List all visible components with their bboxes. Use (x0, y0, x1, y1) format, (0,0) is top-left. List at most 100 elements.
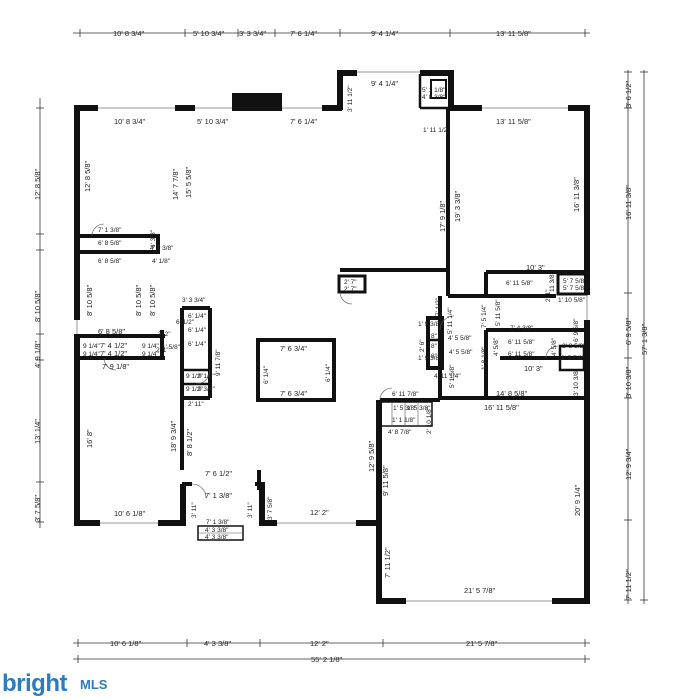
label-laundry-small-c: 5' 7 5/8" (563, 285, 587, 292)
bottom-dim-2: 4' 3 3/8" (204, 639, 231, 648)
label-garage-depth-left: 12' 9 5/8" (367, 440, 376, 472)
label-bath-width-c: 6' 11 5/8" (508, 351, 535, 358)
label-small-closet-e: 6' 1/4" (188, 341, 207, 348)
label-closet-f: 4' 1/8" (152, 258, 171, 265)
label-small-closet-f: 3' 2" (158, 331, 171, 338)
label-wc-l: 8" (431, 353, 438, 360)
right-dim-4: 3' 10 3/8" (624, 366, 633, 398)
label-garage-depth-right: 20' 9 1/4" (573, 484, 582, 516)
label-small-closet-d: 6' 1/4" (188, 327, 207, 334)
label-bath-width-a: 7' 4 3/8" (510, 325, 534, 332)
label-top-left-inner: 14' 7 7/8" (171, 168, 180, 200)
overall-width: 55' 2 1/8" (311, 655, 343, 664)
right-dim-1: 3' 6 1/2" (624, 81, 633, 108)
label-pantry-b: 4' 8 3/8" (422, 94, 446, 101)
label-garage-step-c: 1' 1 1/8" (392, 417, 416, 424)
label-stair-b: 2' 11" (188, 401, 204, 408)
label-stair-e: 9 1/2" (186, 386, 203, 393)
label-kitchen-outer-height: 19' 3 3/8" (453, 190, 462, 222)
label-closet-e: 4' 7 3/8" (150, 245, 174, 252)
label-garage-step-a: 1' 5 3/8" (393, 405, 417, 412)
label-closet-c: 6' 8 5/8" (98, 258, 122, 265)
interior-walls (80, 70, 588, 541)
label-hall-width-d: 7' 9 1/8" (102, 362, 129, 371)
label-small-closet-g: 2' 1" (156, 347, 169, 354)
label-stair-a: 9' 11 7/8" (215, 349, 222, 376)
top-dimension-line: 10' 8 3/4" 5' 10 3/4" 3' 3 3/4" 7' 6 1/4… (73, 29, 590, 38)
label-garage-lower-left: 7' 11 1/2" (383, 547, 392, 578)
label-stair-c: 9 1/2" (186, 373, 203, 380)
label-wc-a: 7' 1/2" (435, 297, 442, 316)
label-wc-d: 1' 9 3/8" (418, 355, 442, 362)
label-bath-small-d: 2' 3 5/8" (562, 343, 586, 350)
label-closet-b: 6' 8 5/8" (98, 240, 122, 247)
bright-mls-logo: bright MLS (2, 668, 122, 697)
label-closet-a: 7' 1 3/8" (98, 227, 122, 234)
right-dim-2: 16' 11 3/8" (624, 185, 633, 220)
logo-mls-text: MLS (80, 677, 108, 692)
label-small-closet-a: 3' 3 3/4" (182, 297, 206, 304)
label-nook-width: 9' 4 1/4" (371, 79, 398, 88)
label-foyer-left: 3' 11" (191, 502, 198, 518)
label-garage-hall-a: 6' 11 7/8" (392, 391, 419, 398)
logo-brand-text: bright (2, 670, 67, 697)
label-wc-c: 1' 9 3/8" (418, 321, 442, 328)
label-post-b: 2' 7" (344, 286, 357, 293)
label-bath-small-f: 6' 9 5/8" (573, 318, 580, 342)
label-wc-h: 4' 11 1/4" (434, 373, 461, 380)
label-stair-f: 9 3/4" (198, 386, 215, 393)
label-wc-g: 2' 6" (419, 339, 426, 352)
label-hall-small-b: 9 1/4" (83, 351, 100, 358)
label-kitchen-inner-height: 17' 9 1/8" (438, 200, 447, 232)
bottom-dim-1: 10' 6 1/8" (110, 639, 142, 648)
label-garage-width: 21' 5 7/8" (464, 586, 496, 595)
label-bath-small-b: 4' 5/8" (493, 337, 500, 356)
label-great-room-height: 15' 5 5/8" (184, 166, 193, 198)
left-dim-3: 4' 9 1/8" (33, 341, 42, 368)
label-hall-width-c: 7' 4 1/2" (100, 349, 127, 358)
label-nook-small: 3' 11 1/2" (347, 85, 354, 112)
label-hall-small-d: 9 1/4" (142, 351, 159, 358)
label-bath-small-c: 4' 5/8" (551, 337, 558, 356)
right-dim-6: 7' 11 1/2" (624, 569, 633, 600)
left-dim-4: 13' 1/4" (33, 419, 42, 444)
label-hall-height-c: 8' 10 5/8" (148, 284, 157, 316)
label-garage-step-b: 1' 5 3/8" (407, 405, 431, 412)
label-bath-small-e: 2' 5 7/8" (561, 355, 585, 362)
label-living-inner: 8' 8 1/2" (185, 429, 194, 456)
exterior-walls (74, 70, 590, 604)
label-hall-height-a: 8' 10 5/8" (85, 284, 94, 316)
label-foyer-right: 3' 11" (247, 502, 254, 518)
label-bath-height: 5' 11 5/8" (495, 299, 502, 326)
label-top-left-width: 10' 8 3/4" (114, 117, 146, 126)
bottom-dimension-line: 10' 6 1/8" 4' 3 3/8" 12' 2" 21' 5 7/8" 5… (73, 639, 590, 664)
label-bath-small-h: 3' 10 3/8" (573, 368, 580, 396)
label-hall-width-a: 6' 8 5/8" (98, 327, 125, 336)
label-pantry-c: 1' 11 1/2" (423, 127, 450, 134)
label-hall-width-b: 7' 4 1/2" (100, 341, 127, 350)
door-swings (91, 223, 559, 499)
label-garage-step-d: 2' 10 1/8" (426, 406, 433, 434)
bottom-dim-3: 12' 2" (310, 639, 329, 648)
label-wc-b: 5' 11 1/4" (447, 307, 454, 334)
label-bath-small-a: 7' 5 1/4" (481, 304, 488, 328)
left-dim-1: 12' 8 5/8" (33, 168, 42, 200)
label-stair-d: 9 1/2" (198, 373, 215, 380)
label-wc-j: 8" (431, 333, 438, 340)
label-foyer-inner: 7' 1 3/8" (205, 491, 232, 500)
label-left-room-width: 10' 6 1/8" (114, 509, 146, 518)
top-dim-5: 9' 4 1/4" (371, 29, 398, 38)
label-front-width: 12' 2" (310, 508, 329, 517)
label-upper-mid-right: 7' 6 1/4" (290, 117, 317, 126)
label-top-left-height: 12' 8 5/8" (83, 160, 92, 192)
label-hall-height-b: 8' 10 5/8" (134, 284, 143, 316)
label-laundry-small-e: 2' 1" (545, 289, 552, 302)
left-dim-5: 3' 7 5/8" (33, 495, 42, 522)
label-laundry-inner: 6' 11 5/8" (506, 280, 533, 287)
label-island-height-left: 6' 1/4" (263, 365, 270, 384)
label-small-closet-b: 6' 1/2" (176, 319, 195, 326)
top-dim-3: 3' 3 3/4" (239, 29, 266, 38)
label-upper-mid: 5' 10 3/4" (197, 117, 229, 126)
label-wc-f: 4' 5 5/8" (449, 349, 473, 356)
